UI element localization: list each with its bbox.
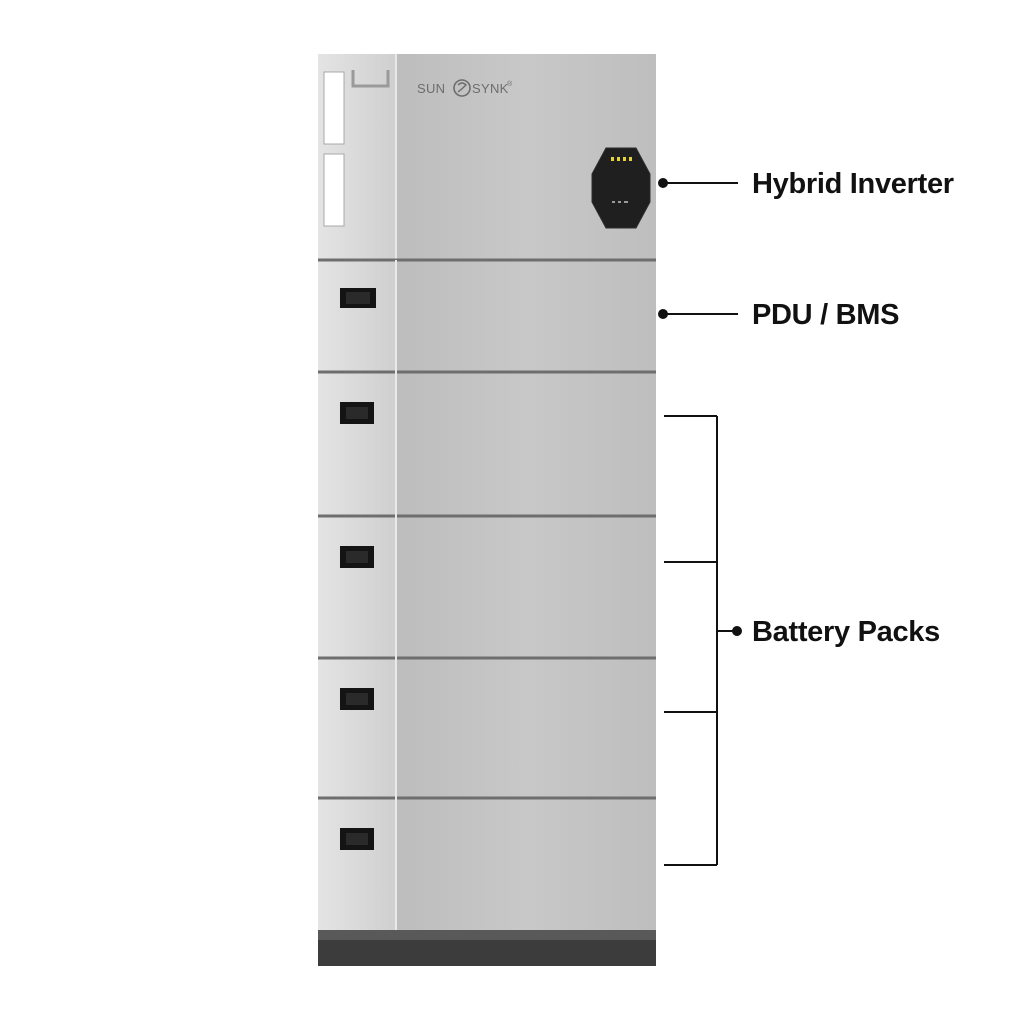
hexagon-status-display-icon <box>591 147 651 229</box>
battery-pack-grip-inner <box>346 407 368 419</box>
battery-pack-front-face <box>396 658 656 798</box>
battery-pack <box>318 796 656 930</box>
brand-logo-left: SUN <box>417 81 445 96</box>
status-led-2 <box>617 157 620 161</box>
pdu-bms-label: PDU / BMS <box>752 299 900 331</box>
brand-logo-mark-icon <box>453 79 471 97</box>
brand-registered-mark: ® <box>507 80 513 88</box>
battery-pack-front-face <box>396 798 656 930</box>
battery-pack-stack <box>318 260 656 930</box>
battery-packs-label: Battery Packs <box>752 616 940 648</box>
stack-base <box>318 930 656 966</box>
battery-bracket <box>664 415 735 866</box>
status-led-3 <box>623 157 626 161</box>
battery-pack-side-face <box>318 798 396 930</box>
battery-pack-grip-inner <box>346 551 368 563</box>
pdu-bms-module <box>318 258 656 372</box>
battery-pack <box>318 514 656 658</box>
pdu-front-face <box>396 260 656 372</box>
inverter-side-vent-bottom <box>323 153 345 227</box>
status-led-4 <box>629 157 632 161</box>
carry-handle-icon <box>351 70 390 88</box>
brand-logo-right: SYNK <box>472 81 509 96</box>
battery-pack-grip-inner <box>346 833 368 845</box>
status-led-1 <box>611 157 614 161</box>
battery-pack-grip-inner <box>346 693 368 705</box>
pdu-side-face <box>318 260 396 372</box>
battery-pack-side-face <box>318 516 396 658</box>
battery-pack-side-face <box>318 372 396 516</box>
inverter-side-vent-top <box>323 71 345 145</box>
inverter-module: SUN SYNK ® <box>318 54 656 260</box>
battery-pack <box>318 656 656 798</box>
battery-pack-front-face <box>396 516 656 658</box>
callout-leaders <box>658 178 742 866</box>
hybrid-inverter-label: Hybrid Inverter <box>752 168 954 200</box>
battery-pack <box>318 370 656 516</box>
battery-pack-side-face <box>318 658 396 798</box>
battery-leader-dot <box>732 626 742 636</box>
battery-pack-front-face <box>396 372 656 516</box>
